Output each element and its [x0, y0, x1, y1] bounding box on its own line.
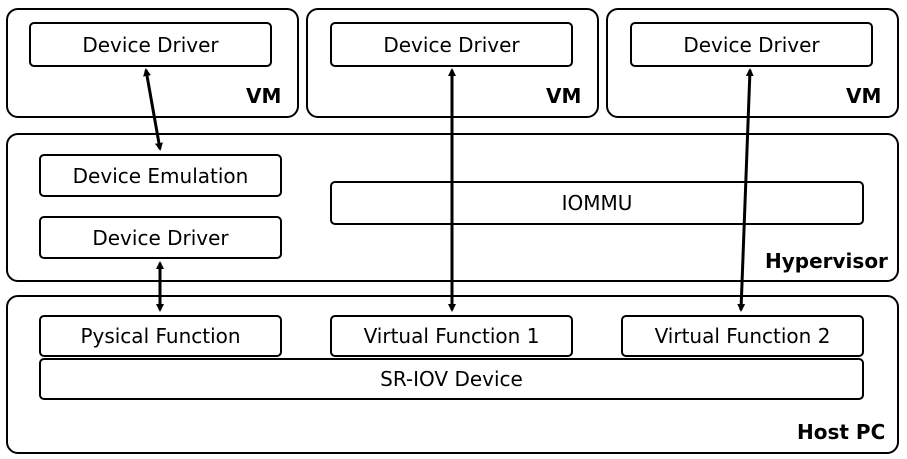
vm2-device-driver: Device Driver: [330, 22, 573, 67]
vm1-label: VM: [246, 84, 282, 108]
host-pc-label: Host PC: [797, 420, 886, 444]
virtual-function-1: Virtual Function 1: [330, 315, 573, 357]
sriov-device: SR-IOV Device: [39, 358, 864, 400]
virtual-function-2: Virtual Function 2: [621, 315, 864, 357]
hypervisor-device-driver: Device Driver: [39, 216, 282, 259]
device-emulation: Device Emulation: [39, 154, 282, 197]
vm3-device-driver: Device Driver: [630, 22, 873, 67]
physical-function: Pysical Function: [39, 315, 282, 357]
vm2-label: VM: [546, 84, 582, 108]
hypervisor-label: Hypervisor: [765, 249, 888, 273]
vm1-device-driver: Device Driver: [29, 22, 272, 67]
vm3-label: VM: [846, 84, 882, 108]
iommu: IOMMU: [330, 181, 864, 225]
